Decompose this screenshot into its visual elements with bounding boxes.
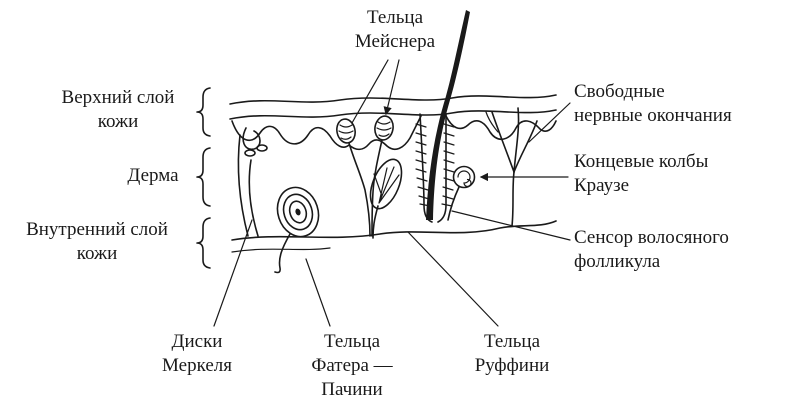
free-endings-leader-line [528,102,571,143]
epidermis-junction [231,115,557,151]
label-free-nerve-endings: Свободные нервные окончания [574,81,732,126]
merkel-leader-line [213,219,253,327]
label-krause-end-bulbs: Концевые колбы Краузе [574,151,709,196]
meissner-leader-arrow [383,59,400,116]
free-nerve-endings-structure [485,107,538,227]
layer-braces [196,87,211,269]
ruffini-leader-line [407,231,499,327]
skin-surface [229,94,557,120]
krause-end-bulb [447,165,476,221]
label-meissner-corpuscles: Тельца Мейснера [354,7,436,52]
leader-lines [213,59,571,327]
derma-brace [196,147,211,207]
inner-layer-brace [196,217,211,269]
hair-shaft [426,10,470,220]
label-ruffini-corpuscles: Тельца Руффини [474,331,550,376]
hair-follicle-sensor-structure [415,113,455,223]
upper-layer-brace [196,87,211,137]
ruffini-corpuscle [369,158,403,239]
meissner-corpuscles [336,115,394,237]
label-derma: Дерма [127,165,179,186]
lower-skin-boundary [231,220,557,253]
label-upper-skin-layer: Верхний слой кожи [61,87,175,132]
pacini-leader-line [305,258,331,327]
follicle-sensor-leader-line [451,210,571,241]
pacinian-corpuscle [274,186,320,274]
label-inner-skin-layer: Внутренний слой кожи [26,219,168,264]
label-hair-follicle-sensor: Сенсор волосяного фолликула [574,227,729,272]
label-merkel-disks: Диски Меркеля [162,331,232,376]
merkel-disks-structure [237,127,268,237]
label-vater-pacini-corpuscles: Тельца Фатера — Пачини [311,331,393,400]
meissner-leader-line [351,59,389,124]
